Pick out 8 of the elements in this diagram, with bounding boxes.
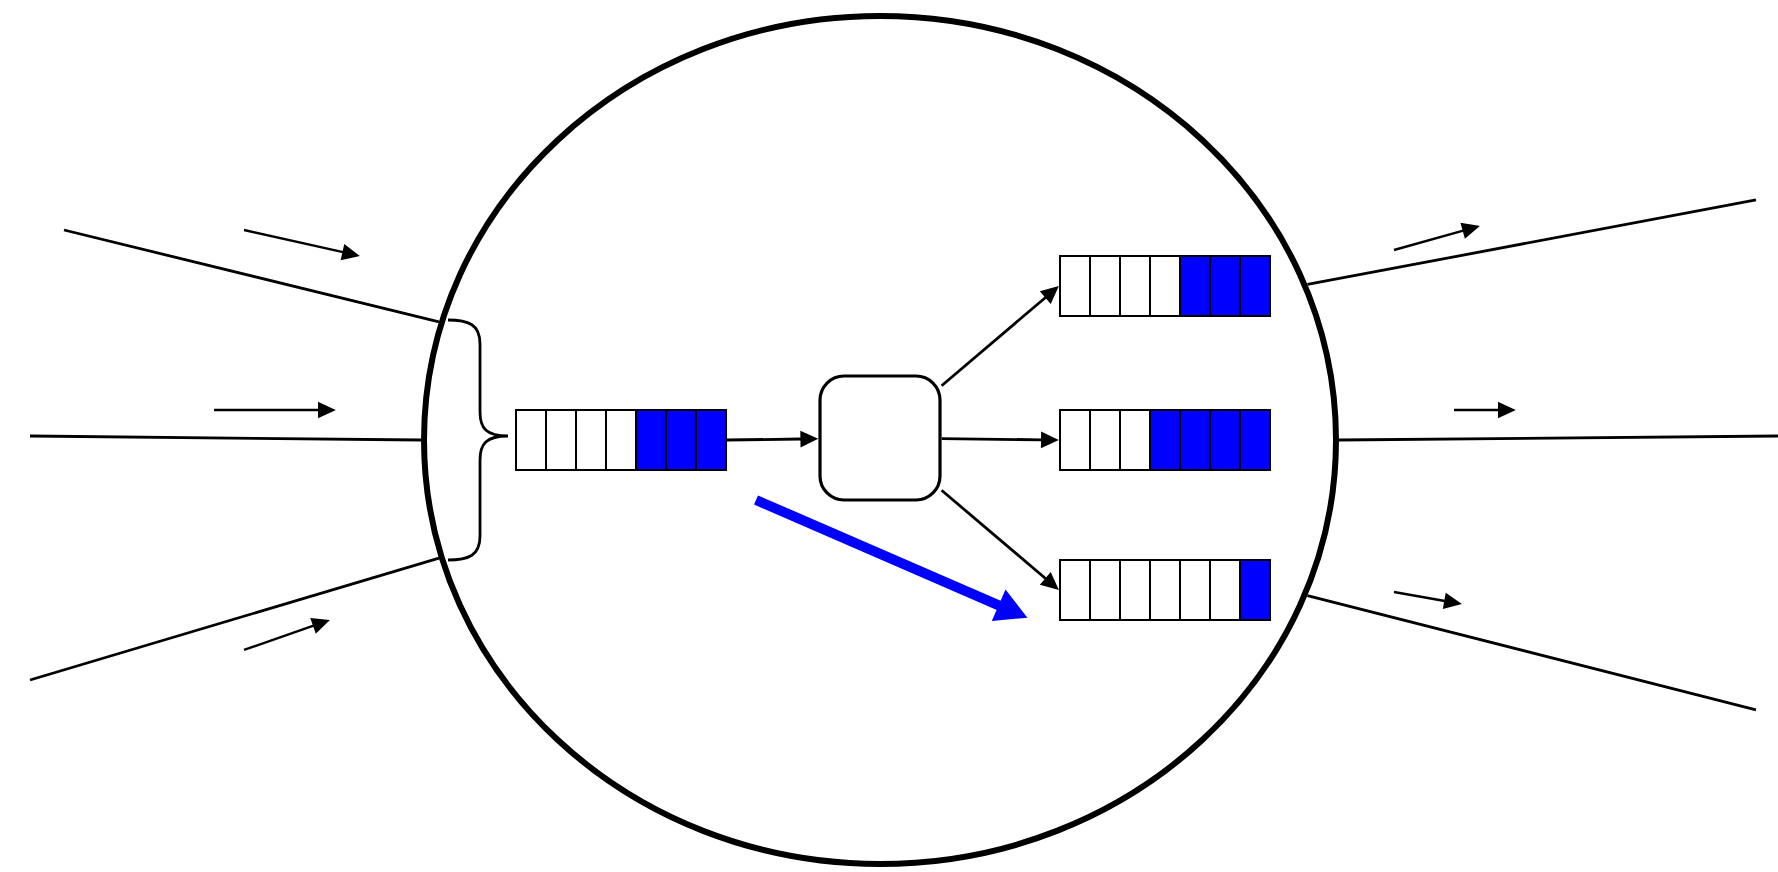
link-line [1339,434,1778,442]
router-circle [421,13,1339,867]
link-line [30,434,422,442]
link-line [63,228,440,324]
processor-box [818,374,942,502]
link-line [1307,198,1757,286]
link-line [1307,594,1757,712]
link-line [29,556,440,682]
